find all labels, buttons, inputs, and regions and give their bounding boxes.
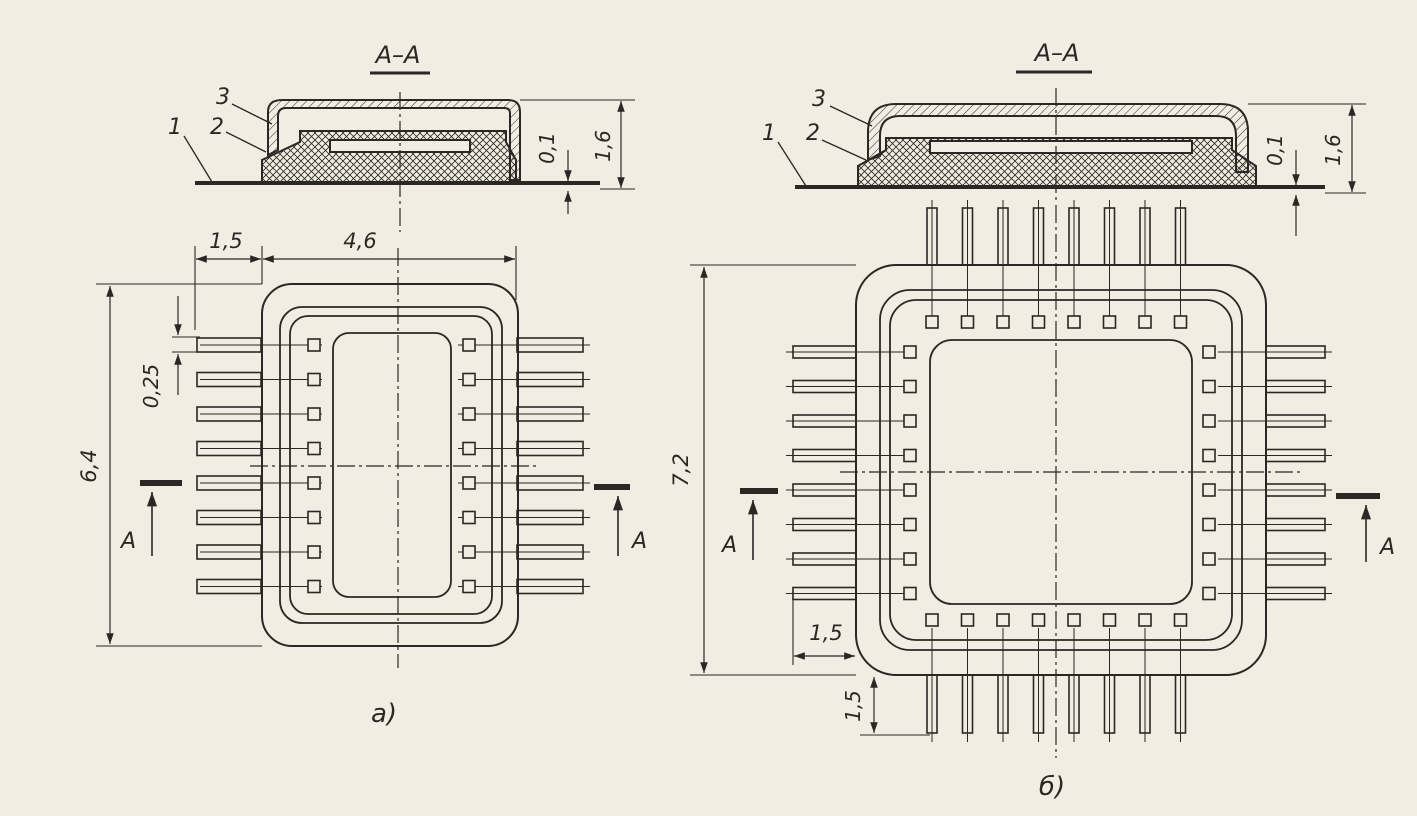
- section-mark-left: A: [119, 529, 136, 554]
- leader-1: [183, 135, 213, 183]
- bond-pad-right: [462, 407, 476, 421]
- bond-pad-left: [307, 579, 321, 594]
- section-mark-right: A: [630, 529, 647, 554]
- bond-pad-bottom: [960, 613, 975, 627]
- section-mark-right: A: [1378, 535, 1395, 560]
- lid-section: [867, 103, 1249, 173]
- bond-pad-top: [960, 315, 975, 329]
- bond-pad-right: [462, 545, 476, 559]
- bond-pad-left: [307, 510, 321, 525]
- dim-lead-length-h-label: 1,5: [809, 621, 842, 645]
- bond-pad-left: [307, 476, 321, 490]
- bond-pad-bottom: [1067, 613, 1081, 627]
- bond-pad-top: [925, 315, 939, 329]
- dim-width-label: 4,6: [343, 229, 376, 253]
- section-title-b: A–A: [1033, 39, 1080, 67]
- bond-pad-left: [903, 448, 917, 463]
- bond-pad-bottom: [996, 613, 1010, 627]
- package-outline: [261, 283, 519, 647]
- dim-lead-length-v-label: 1,5: [841, 690, 865, 722]
- callout-3: 3: [216, 85, 230, 110]
- bond-pad-right: [1202, 448, 1216, 463]
- bond-pad-top: [1138, 315, 1152, 329]
- seal-ring-outer: [279, 306, 503, 624]
- callout-1: 1: [168, 115, 182, 140]
- bond-pad-bottom: [925, 613, 939, 627]
- bond-pad-left: [903, 414, 917, 428]
- bond-pad-right: [462, 510, 476, 525]
- bond-pad-right: [462, 476, 476, 490]
- dim-height-label: 1,6: [1321, 134, 1345, 166]
- plan-view-a: A A 1,5 4,6 6,4 0,25: [77, 229, 647, 668]
- bond-pad-right: [1202, 379, 1216, 394]
- leader-3: [829, 105, 873, 127]
- bond-pad-top: [1067, 315, 1081, 329]
- bond-pad-right: [1202, 414, 1216, 428]
- bond-pad-right: [1202, 483, 1216, 497]
- bond-pad-left: [903, 483, 917, 497]
- plan-view-b: A A 7,2 1,5 1,5: [669, 200, 1395, 758]
- seal-ring-outer: [879, 289, 1243, 651]
- bond-pad-right: [462, 372, 476, 387]
- section-mark-left: A: [720, 533, 737, 558]
- die-cavity: [332, 332, 452, 598]
- body-section: [261, 130, 517, 184]
- bond-pad-bottom: [1102, 613, 1117, 627]
- bond-pad-left: [903, 517, 917, 532]
- callout-3: 3: [812, 87, 826, 112]
- bond-pad-right: [1202, 345, 1216, 359]
- dim-thickness-label: 0,1: [1263, 134, 1287, 166]
- seal-ring-inner: [289, 315, 493, 615]
- dim-lead-length-label: 1,5: [209, 229, 242, 253]
- bond-pad-right: [1202, 586, 1216, 601]
- bond-pad-left: [903, 379, 917, 394]
- bond-pad-right: [1202, 517, 1216, 532]
- dim-thickness-label: 0,1: [535, 132, 559, 164]
- caption-b: б): [1039, 772, 1065, 802]
- bond-pad-left: [307, 407, 321, 421]
- leader-2: [821, 139, 867, 161]
- bond-pad-bottom: [1031, 613, 1046, 627]
- bond-pad-left: [307, 545, 321, 559]
- lid-section: [267, 99, 521, 181]
- leads-b: [786, 200, 1332, 742]
- bond-pad-left: [307, 338, 321, 352]
- figure-a: A–A 3 2 1 1,6 0,1: [77, 41, 647, 729]
- bond-pad-left: [307, 372, 321, 387]
- bond-pad-left: [307, 441, 321, 456]
- bond-pad-right: [462, 441, 476, 456]
- bond-pad-right: [462, 338, 476, 352]
- caption-a: a): [371, 699, 397, 729]
- bond-pad-left: [903, 586, 917, 601]
- bond-pad-top: [1031, 315, 1046, 329]
- figure-b: A–A 3 2 1 1,6 0,1: [669, 39, 1395, 802]
- bond-pad-bottom: [1138, 613, 1152, 627]
- bond-pad-right: [462, 579, 476, 594]
- dim-height-label: 1,6: [591, 130, 615, 162]
- leader-1: [777, 141, 807, 187]
- callout-2: 2: [806, 121, 820, 146]
- die-cavity: [929, 140, 1193, 154]
- section-view-b: 3 2 1 1,6 0,1: [762, 87, 1366, 236]
- seal-ring-inner: [889, 299, 1233, 641]
- section-title-a: A–A: [374, 41, 421, 69]
- section-view-a: 3 2 1 1,6 0,1: [168, 85, 635, 232]
- bond-pad-left: [903, 552, 917, 566]
- callout-1: 1: [762, 121, 776, 146]
- bond-pad-top: [1102, 315, 1117, 329]
- dim-length-label: 6,4: [77, 449, 101, 482]
- leader-3: [231, 103, 273, 125]
- dim-size-label: 7,2: [669, 453, 693, 486]
- bond-pad-top: [996, 315, 1010, 329]
- bond-pad-top: [1173, 315, 1188, 329]
- callout-2: 2: [210, 115, 224, 140]
- leads-a: [196, 337, 590, 595]
- bond-pad-right: [1202, 552, 1216, 566]
- dim-pitch-label: 0,25: [139, 364, 163, 409]
- leader-2: [225, 131, 267, 153]
- bond-pad-left: [903, 345, 917, 359]
- package-outline: [855, 264, 1267, 676]
- bond-pad-bottom: [1173, 613, 1188, 627]
